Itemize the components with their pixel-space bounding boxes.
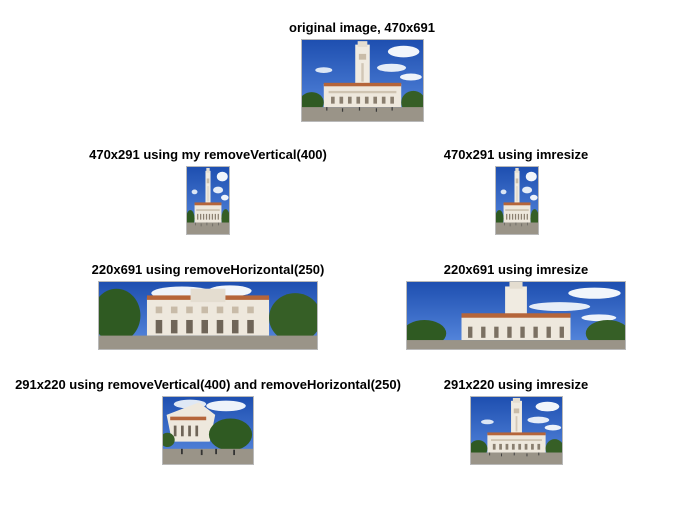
removevertical-photo	[187, 167, 229, 234]
subplot-title-removehorizontal: 220x691 using removeHorizontal(250)	[91, 262, 325, 277]
original-photo	[302, 40, 423, 121]
subplot-title-imresize-horizontal: 220x691 using imresize	[443, 262, 589, 277]
image-removehorizontal	[98, 281, 318, 350]
subplot-title-original: original image, 470x691	[289, 20, 435, 35]
image-imresize-both	[470, 396, 563, 465]
image-imresize-vertical	[495, 166, 539, 235]
imresize-vertical-photo	[496, 167, 538, 234]
image-removevertical	[186, 166, 230, 235]
imresize-both-photo	[471, 397, 562, 464]
imresize-horizontal-photo	[407, 282, 625, 349]
image-imresize-horizontal	[406, 281, 626, 350]
both-photo	[163, 397, 253, 464]
subplot-title-both: 291x220 using removeVertical(400) and re…	[15, 377, 401, 392]
subplot-title-imresize-both: 291x220 using imresize	[443, 377, 589, 392]
subplot-title-removevertical: 470x291 using my removeVertical(400)	[89, 147, 327, 162]
removehorizontal-photo	[99, 282, 317, 349]
subplot-title-imresize-vertical: 470x291 using imresize	[443, 147, 589, 162]
image-original	[301, 39, 424, 122]
image-both	[162, 396, 254, 465]
